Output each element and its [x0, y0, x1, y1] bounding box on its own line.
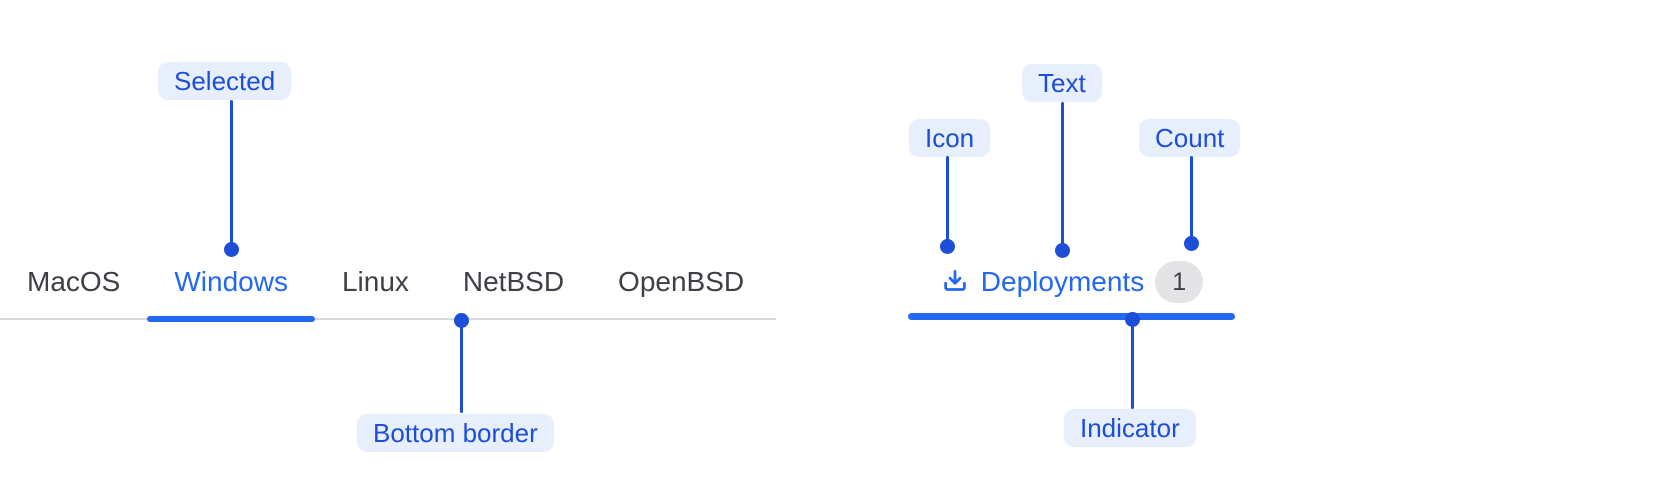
- tab-label: Deployments: [980, 266, 1145, 297]
- annotation-indicator-dot: [1125, 312, 1140, 327]
- annotation-icon-line: [946, 156, 949, 242]
- annotation-count-dot: [1184, 236, 1199, 251]
- annotation-indicator-line: [1131, 320, 1134, 409]
- annotation-text: Text: [1022, 64, 1102, 102]
- tab-label: NetBSD: [462, 266, 565, 297]
- count-badge: 1: [1155, 261, 1204, 303]
- download-icon: [940, 267, 970, 297]
- annotation-bottom-border: Bottom border: [357, 414, 554, 452]
- tab-deployments[interactable]: Deployments 1: [908, 246, 1235, 320]
- tab-bar: MacOS Windows Linux NetBSD OpenBSD: [0, 246, 776, 322]
- annotation-icon-dot: [940, 239, 955, 254]
- annotation-icon: Icon: [909, 119, 991, 157]
- tab-netbsd[interactable]: NetBSD: [436, 246, 591, 318]
- tab-macos[interactable]: MacOS: [0, 246, 147, 318]
- tab-windows[interactable]: Windows: [147, 246, 315, 322]
- annotation-indicator: Indicator: [1064, 409, 1196, 447]
- annotation-count-line: [1190, 156, 1193, 239]
- tab-label: Linux: [341, 266, 409, 297]
- annotation-text-dot: [1055, 243, 1070, 258]
- annotation-selected-line: [230, 100, 233, 245]
- annotation-count: Count: [1139, 119, 1241, 157]
- selected-tab-underline: [147, 316, 315, 322]
- selected-tab-indicator: [908, 313, 1235, 320]
- annotation-bottom-border-line: [460, 325, 463, 413]
- tab-label: Windows: [174, 266, 288, 297]
- annotation-text-line: [1061, 102, 1064, 247]
- tab-label: MacOS: [27, 266, 121, 297]
- annotation-selected: Selected: [158, 62, 292, 100]
- annotation-selected-dot: [224, 242, 239, 257]
- tab-label: OpenBSD: [618, 266, 745, 297]
- tab-openbsd[interactable]: OpenBSD: [591, 246, 771, 318]
- tab-linux[interactable]: Linux: [315, 246, 436, 318]
- annotation-bottom-border-dot: [454, 313, 469, 328]
